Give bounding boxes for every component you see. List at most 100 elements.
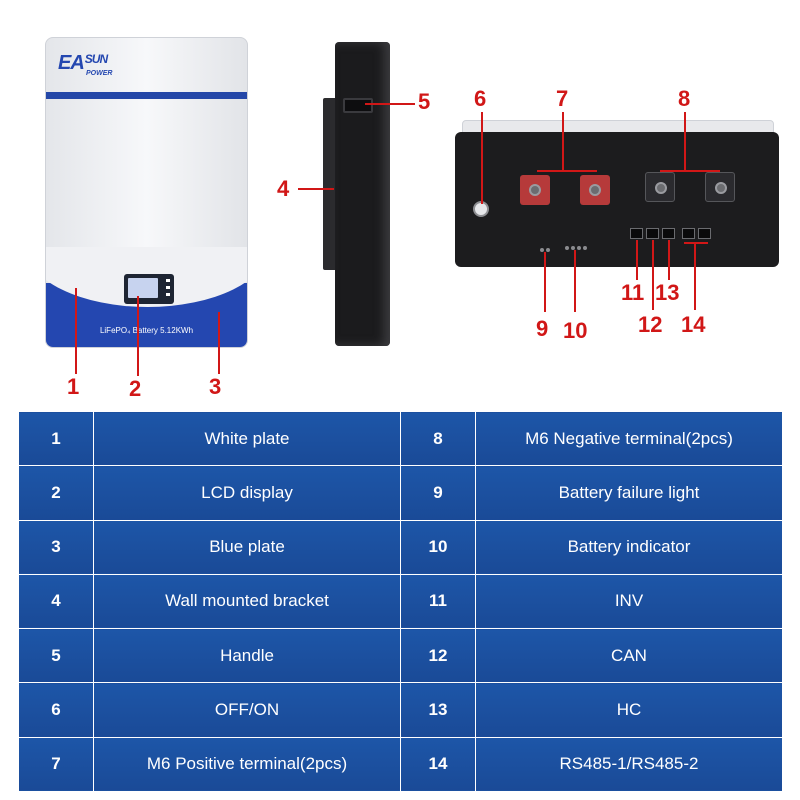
callout-9: 9 xyxy=(536,316,549,341)
terminal-bolt xyxy=(655,182,667,194)
callout-line-7-branch xyxy=(537,170,597,172)
callout-5: 5 xyxy=(418,89,431,114)
callout-line-8 xyxy=(684,112,686,170)
legend-row: 3 Blue plate 10 Battery indicator xyxy=(18,519,783,575)
handle xyxy=(343,98,373,113)
legend-number: 4 xyxy=(18,573,94,630)
logo-power: POWER xyxy=(86,70,113,77)
callout-line-6 xyxy=(481,112,483,204)
callout-4: 4 xyxy=(277,176,290,201)
legend-row: 2 LCD display 9 Battery failure light xyxy=(18,465,783,521)
legend-description: HC xyxy=(475,682,783,738)
callout-10: 10 xyxy=(563,318,588,343)
legend-description: Battery indicator xyxy=(475,519,783,575)
battery-indicator-led xyxy=(577,246,581,250)
callout-line-14-branch xyxy=(684,242,708,244)
legend-description: OFF/ON xyxy=(93,682,401,738)
lcd-buttons xyxy=(166,279,170,299)
battery-failure-light xyxy=(546,248,550,252)
legend-description: M6 Positive terminal(2pcs) xyxy=(93,736,401,793)
legend-number: 7 xyxy=(18,736,94,793)
callout-line-14 xyxy=(694,242,696,310)
legend-number: 8 xyxy=(400,410,476,467)
legend-number: 6 xyxy=(18,682,94,738)
legend-number: 9 xyxy=(400,465,476,521)
legend-table: 1 White plate 8 M6 Negative terminal(2pc… xyxy=(18,410,783,793)
legend-row: 7 M6 Positive terminal(2pcs) 14 RS485-1/… xyxy=(18,736,783,793)
callout-line-13 xyxy=(668,240,670,280)
terminal-bolt xyxy=(715,182,727,194)
callout-13: 13 xyxy=(655,280,680,305)
legend-number: 13 xyxy=(400,682,476,738)
battery-indicator-led xyxy=(571,246,575,250)
callout-line-7 xyxy=(562,112,564,170)
callout-6: 6 xyxy=(474,86,487,111)
legend-description: CAN xyxy=(475,628,783,684)
battery-indicator-led xyxy=(565,246,569,250)
legend-number: 1 xyxy=(18,410,94,467)
rs485-2-port xyxy=(698,228,711,239)
callout-3: 3 xyxy=(209,374,222,399)
logo-main: EA xyxy=(58,52,85,74)
callout-14: 14 xyxy=(681,312,706,337)
battery-model-label: LiFePO₄ Battery 5.12KWh xyxy=(99,326,194,335)
legend-description: M6 Negative terminal(2pcs) xyxy=(475,410,783,467)
rs485-1-port xyxy=(682,228,695,239)
terminal-bolt xyxy=(529,184,541,196)
lcd-screen xyxy=(128,278,158,298)
callout-12: 12 xyxy=(638,312,663,337)
callout-line-8-branch xyxy=(660,170,720,172)
positive-terminal xyxy=(520,175,550,205)
positive-terminal xyxy=(580,175,610,205)
front-blue-stripe xyxy=(46,92,247,99)
callout-line-4 xyxy=(298,188,334,190)
legend-description: Handle xyxy=(93,628,401,684)
legend-description: Wall mounted bracket xyxy=(93,573,401,630)
legend-number: 2 xyxy=(18,465,94,521)
callout-line-12 xyxy=(652,240,654,310)
legend-row: 5 Handle 12 CAN xyxy=(18,628,783,684)
callout-line-3 xyxy=(218,312,220,374)
negative-terminal xyxy=(705,172,735,202)
callout-7: 7 xyxy=(556,86,569,111)
callout-line-9 xyxy=(544,252,546,312)
callout-line-1 xyxy=(75,288,77,374)
legend-number: 10 xyxy=(400,519,476,575)
legend-row: 1 White plate 8 M6 Negative terminal(2pc… xyxy=(18,410,783,467)
legend-rows: 1 White plate 8 M6 Negative terminal(2pc… xyxy=(18,410,783,793)
negative-terminal xyxy=(645,172,675,202)
callout-11: 11 xyxy=(621,280,645,305)
legend-number: 3 xyxy=(18,519,94,575)
lcd-display xyxy=(124,274,174,304)
legend-row: 6 OFF/ON 13 HC xyxy=(18,682,783,738)
legend-description: Battery failure light xyxy=(475,465,783,521)
legend-number: 11 xyxy=(400,573,476,630)
battery-front-view: EASUN POWER LiFePO₄ Battery 5.12KWh xyxy=(45,37,248,348)
callout-line-5 xyxy=(365,103,415,105)
callout-line-10 xyxy=(574,250,576,312)
legend-description: INV xyxy=(475,573,783,630)
legend-description: LCD display xyxy=(93,465,401,521)
logo-sun: SUN xyxy=(84,52,108,66)
callout-1: 1 xyxy=(67,374,80,399)
inv-port xyxy=(630,228,643,239)
legend-number: 14 xyxy=(400,736,476,793)
callout-line-11 xyxy=(636,240,638,280)
hc-port xyxy=(662,228,675,239)
can-port xyxy=(646,228,659,239)
battery-indicator-led xyxy=(583,246,587,250)
legend-number: 5 xyxy=(18,628,94,684)
battery-failure-light xyxy=(540,248,544,252)
legend-description: Blue plate xyxy=(93,519,401,575)
legend-description: RS485-1/RS485-2 xyxy=(475,736,783,793)
legend-number: 12 xyxy=(400,628,476,684)
callout-2: 2 xyxy=(129,376,142,401)
product-illustration: EASUN POWER LiFePO₄ Battery 5.12KWh xyxy=(45,37,779,401)
legend-row: 4 Wall mounted bracket 11 INV xyxy=(18,573,783,630)
callout-line-2 xyxy=(137,296,139,376)
legend-description: White plate xyxy=(93,410,401,467)
terminal-bolt xyxy=(589,184,601,196)
wall-mounted-bracket xyxy=(323,98,337,270)
callout-8: 8 xyxy=(678,86,691,111)
easun-logo: EASUN POWER xyxy=(58,52,112,77)
